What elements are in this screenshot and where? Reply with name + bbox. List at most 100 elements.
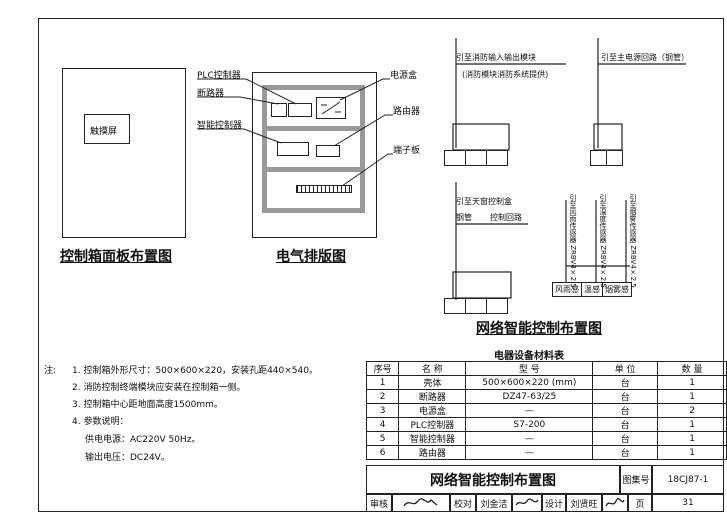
bom-table: 序号 名 称 型 号 单 位 数 量 1 壳体 500×600×220 (mm)… (365, 361, 727, 460)
plate-divider-1 (262, 126, 365, 131)
title-block-title: 网络智能控制布置图 (366, 465, 620, 494)
review-signature-cell (392, 494, 450, 512)
bom-cell: S7-200 (465, 417, 594, 432)
bom-row: 6 路由器 — 台 1 (365, 445, 727, 460)
bom-cell: 智能控制器 (398, 431, 467, 446)
bom-cell: 1 (365, 375, 400, 390)
bom-cell: 1 (657, 375, 727, 390)
bom-cell: 500×600×220 (mm) (465, 375, 594, 390)
design-signature (605, 498, 625, 507)
power-link-terminals (590, 150, 623, 166)
bom-cell: 电源盒 (398, 403, 467, 418)
bom-cell: — (465, 431, 594, 446)
window-link-loop-label: 控制回路 (490, 213, 522, 222)
page-label-cell: 页 (628, 494, 652, 512)
window-link-label: 引至天窗控制盒 (456, 197, 512, 206)
touchscreen (84, 114, 130, 144)
note-6: 输出电压：DC24V。 (85, 453, 170, 463)
bom-row: 1 壳体 500×600×220 (mm) 台 1 (365, 375, 727, 390)
bom-row: 4 PLC控制器 S7-200 台 1 (365, 417, 727, 432)
bom-cell: 台 (592, 417, 659, 432)
bom-header-qty: 数 量 (657, 361, 727, 376)
bom-cell: PLC控制器 (398, 417, 467, 432)
plc-device (288, 103, 312, 117)
sensor-rain: 风雨感 (552, 282, 582, 297)
power-box-label: 电源盒 (390, 71, 418, 81)
router-label: 路由器 (393, 107, 421, 117)
fire-link-label: 引至消防输入输出模块 (456, 53, 536, 62)
mounting-plate (262, 85, 365, 213)
bom-cell: 台 (592, 403, 659, 418)
bom-row: 2 断路器 DZ47-63/25 台 1 (365, 389, 727, 404)
window-link-pipe-label: 钢管 (456, 213, 472, 222)
plc-label: PLC控制器 (197, 71, 241, 81)
bom-header-unit: 单 位 (592, 361, 659, 376)
review-label-cell: 审核 (366, 494, 392, 512)
note-4: 4. 参数说明： (72, 417, 129, 427)
note-2: 2. 消防控制终端模块应安装在控制箱一侧。 (72, 383, 246, 393)
page-no-cell: 31 (652, 494, 724, 512)
atlas-no-cell: 18CJ87-1 (652, 465, 724, 494)
bom-cell: 1 (657, 389, 727, 404)
bom-header-no: 序号 (365, 361, 400, 376)
bom-row: 3 电源盒 — 台 2 (365, 403, 727, 418)
note-3: 3. 控制箱中心距地面高度1500mm。 (72, 400, 223, 410)
check-signature (515, 498, 539, 506)
power-link-label: 引至主电源回路（钢管） (601, 53, 689, 62)
bom-cell: 1 (657, 431, 727, 446)
design-name-cell: 刘贤旺 (566, 494, 602, 512)
bom-title: 电器设备材料表 (494, 351, 564, 362)
network-layout-caption: 网络智能控制布置图 (476, 321, 602, 337)
bom-cell: 2 (657, 403, 727, 418)
design-label-cell: 设计 (542, 494, 566, 512)
panel-layout-caption: 控制箱面板布置图 (60, 249, 172, 265)
note-5: 供电电源：AC220V 50Hz。 (85, 435, 201, 445)
bom-header-name: 名 称 (398, 361, 467, 376)
bom-header-row: 序号 名 称 型 号 单 位 数 量 (365, 361, 727, 376)
touchscreen-label: 触摸屏 (90, 127, 118, 137)
bom-cell: — (465, 445, 594, 460)
bom-cell: DZ47-63/25 (465, 389, 594, 404)
fire-link-sublabel: (消防模块消防系统提供) (462, 70, 549, 79)
bom-row: 5 智能控制器 — 台 1 (365, 431, 727, 446)
check-signature-cell (512, 494, 542, 512)
terminal-board-label: 端子板 (393, 146, 421, 156)
atlas-label-cell: 图集号 (620, 465, 652, 494)
bom-cell: 台 (592, 445, 659, 460)
electrical-layout-caption: 电气排版图 (276, 249, 346, 265)
breaker-device (271, 103, 287, 117)
smart-controller-device (277, 142, 309, 156)
notes-prefix: 注: (44, 366, 57, 376)
bom-cell: 1 (657, 417, 727, 432)
bom-cell: 壳体 (398, 375, 467, 390)
bom-cell: — (465, 403, 594, 418)
check-name-cell: 刘金洁 (476, 494, 512, 512)
design-signature-cell (602, 494, 628, 512)
bom-cell: 2 (365, 389, 400, 404)
bom-cell: 断路器 (398, 389, 467, 404)
terminal-strip (296, 185, 352, 193)
bom-cell: 台 (592, 389, 659, 404)
sensor-temp: 温感 (582, 282, 603, 297)
fire-link-terminals (444, 150, 508, 166)
sensor-rain-cable-label: 引至风雨传感器 ZRBV4×2.5 (569, 194, 577, 288)
sensor-smoke-cable-label: 引至烟雾传感器 ZRBV4×2.5 (629, 194, 637, 288)
note-1: 1. 控制箱外形尺寸：500×600×220，安装孔距440×540。 (72, 366, 318, 376)
bom-cell: 台 (592, 431, 659, 446)
breaker-label: 断路器 (197, 89, 225, 99)
window-link-terminals (444, 298, 508, 314)
bom-cell: 3 (365, 403, 400, 418)
bom-cell: 4 (365, 417, 400, 432)
bom-cell: 6 (365, 445, 400, 460)
drawing-title: 网络智能控制布置图 (430, 472, 556, 489)
bom-header-model: 型 号 (465, 361, 594, 376)
sensor-row: 风雨感 温感 烟雾感 (552, 282, 632, 297)
smart-controller-label: 智能控制器 (197, 121, 243, 131)
bom-cell: 5 (365, 431, 400, 446)
router-device (316, 145, 340, 157)
sensor-temp-cable-label: 引至温度传感器 ZRBV4×2.5 (599, 194, 607, 288)
review-signature (403, 498, 438, 507)
check-label-cell: 校对 (450, 494, 476, 512)
